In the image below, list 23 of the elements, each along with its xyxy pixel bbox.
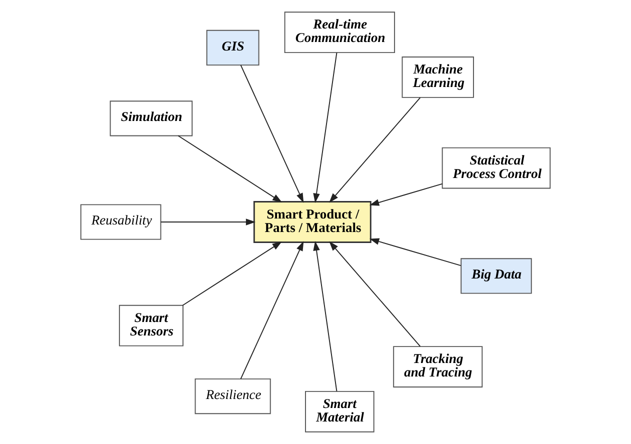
node-box: Resilience [194,378,271,414]
arrow [178,135,282,203]
arrow [329,241,421,347]
node-box: Reusability [80,204,162,240]
node-box: Statistical Process Control [442,147,551,189]
node-box: Machine Learning [402,56,474,98]
arrow [182,242,282,306]
arrow [329,97,421,203]
arrow [240,64,304,203]
arrow [313,241,338,392]
arrow [160,218,256,226]
node-box: GIS [206,30,260,66]
arrow [240,241,304,380]
node-box: Simulation [110,100,193,136]
node-box: Smart Material [305,390,374,432]
node-box: Smart Product / Parts / Materials [253,201,372,243]
node-box: Tracking and Tracing [393,346,483,388]
arrow [370,238,462,266]
arrow [369,183,443,206]
node-box: Smart Sensors [118,304,184,346]
arrow [313,52,338,203]
node-box: Real-time Communication [284,12,396,54]
node-box: Big Data [460,258,532,294]
